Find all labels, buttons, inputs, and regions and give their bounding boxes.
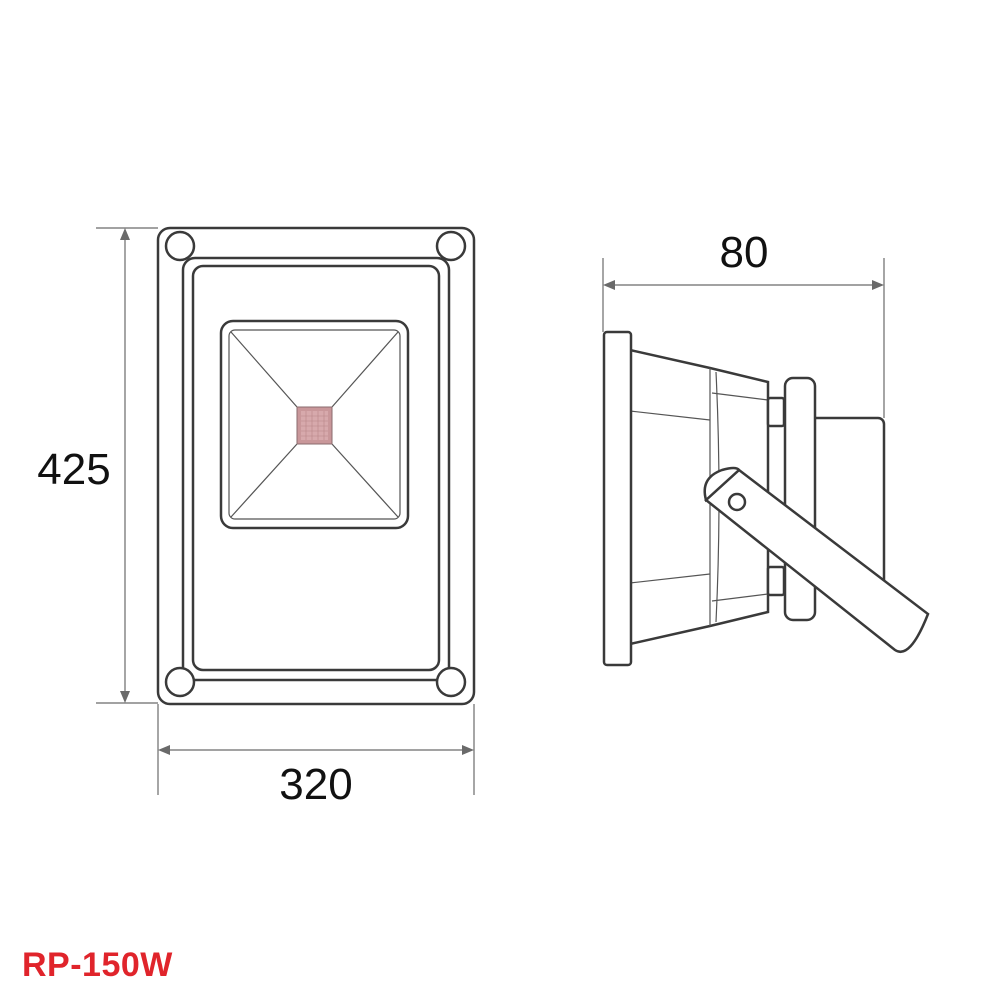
mounting-hole-bottom-left: [164, 666, 196, 698]
bracket-arm: [703, 466, 930, 653]
side-front-bezel: [602, 330, 633, 667]
mounting-hole-top-right: [435, 230, 467, 262]
led-chip: [296, 406, 333, 445]
width-dimension-label: 320: [279, 760, 352, 809]
width-dimension: 320: [157, 704, 475, 809]
height-dimension: 425: [37, 227, 158, 704]
reflector-inner: [228, 329, 401, 520]
model-label: RP-150W: [22, 946, 173, 984]
bracket-pivot: [727, 492, 747, 512]
front-view: [156, 226, 476, 706]
height-dimension-label: 425: [37, 445, 110, 494]
mounting-hole-bottom-right: [435, 666, 467, 698]
side-view: [602, 330, 930, 667]
depth-dimension: 80: [602, 228, 885, 418]
mounting-hole-top-left: [164, 230, 196, 262]
depth-dimension-label: 80: [720, 228, 769, 277]
